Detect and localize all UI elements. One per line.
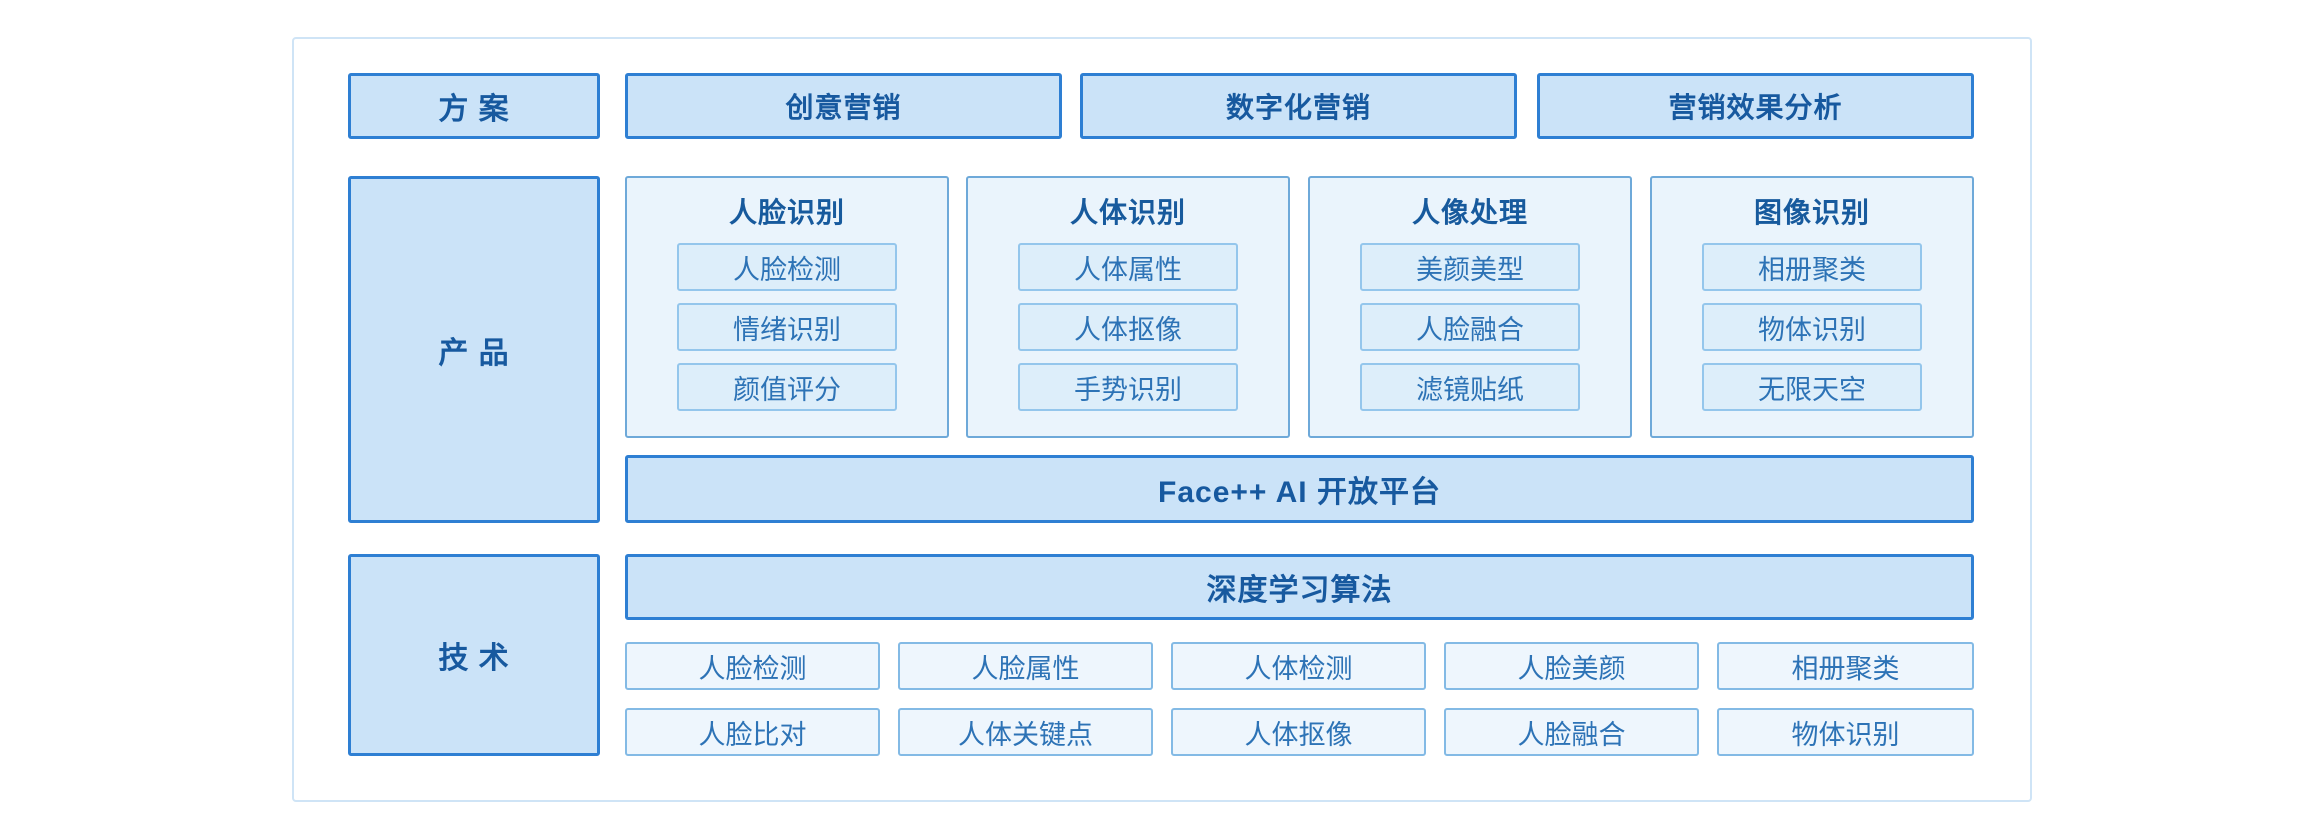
product-item: 人体抠像 bbox=[1018, 303, 1238, 351]
tech-item: 人脸美颜 bbox=[1444, 642, 1699, 690]
product-section-label: 产 品 bbox=[348, 176, 600, 523]
product-group-image-recognition: 图像识别 相册聚类 物体识别 无限天空 bbox=[1650, 176, 1974, 438]
platform-bar: Face++ AI 开放平台 bbox=[625, 455, 1974, 523]
tech-item: 人体关键点 bbox=[898, 708, 1153, 756]
tech-item: 人脸属性 bbox=[898, 642, 1153, 690]
tech-item: 相册聚类 bbox=[1717, 642, 1974, 690]
tech-item: 物体识别 bbox=[1717, 708, 1974, 756]
solution-box-digital-marketing: 数字化营销 bbox=[1080, 73, 1517, 139]
tech-item: 人脸比对 bbox=[625, 708, 880, 756]
product-item: 物体识别 bbox=[1702, 303, 1922, 351]
product-item: 无限天空 bbox=[1702, 363, 1922, 411]
product-item: 情绪识别 bbox=[677, 303, 897, 351]
product-group-title: 人像处理 bbox=[1411, 196, 1528, 228]
product-item: 颜值评分 bbox=[677, 363, 897, 411]
product-group-title: 图像识别 bbox=[1753, 196, 1870, 228]
tech-item: 人体抠像 bbox=[1171, 708, 1426, 756]
product-group-title: 人体识别 bbox=[1069, 196, 1186, 228]
product-item: 相册聚类 bbox=[1702, 243, 1922, 291]
solution-row-label: 方 案 bbox=[348, 73, 600, 139]
product-item: 美颜美型 bbox=[1360, 243, 1580, 291]
deep-learning-bar: 深度学习算法 bbox=[625, 554, 1974, 620]
product-item: 人脸融合 bbox=[1360, 303, 1580, 351]
tech-item: 人脸检测 bbox=[625, 642, 880, 690]
solution-box-marketing-effect-analysis: 营销效果分析 bbox=[1537, 73, 1974, 139]
product-group-title: 人脸识别 bbox=[728, 196, 845, 228]
product-item: 手势识别 bbox=[1018, 363, 1238, 411]
product-item: 滤镜贴纸 bbox=[1360, 363, 1580, 411]
product-group-portrait-processing: 人像处理 美颜美型 人脸融合 滤镜贴纸 bbox=[1308, 176, 1632, 438]
tech-item: 人体检测 bbox=[1171, 642, 1426, 690]
product-group-body-recognition: 人体识别 人体属性 人体抠像 手势识别 bbox=[966, 176, 1290, 438]
product-group-face-recognition: 人脸识别 人脸检测 情绪识别 颜值评分 bbox=[625, 176, 949, 438]
solution-box-creative-marketing: 创意营销 bbox=[625, 73, 1062, 139]
tech-item: 人脸融合 bbox=[1444, 708, 1699, 756]
product-item: 人体属性 bbox=[1018, 243, 1238, 291]
tech-section-label: 技 术 bbox=[348, 554, 600, 756]
product-item: 人脸检测 bbox=[677, 243, 897, 291]
